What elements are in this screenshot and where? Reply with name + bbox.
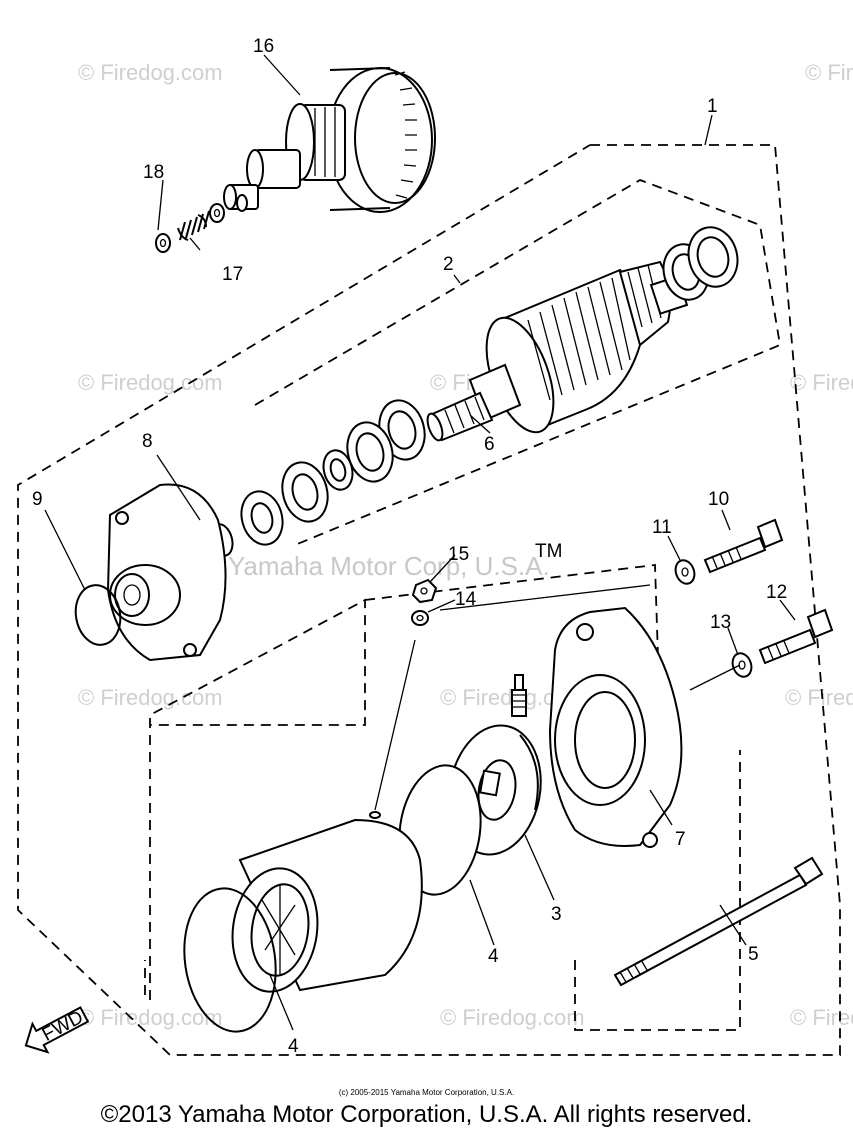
part-4-yoke xyxy=(231,764,482,993)
watermark: © Firedog.com xyxy=(790,1005,853,1030)
callout-number: 4 xyxy=(288,1036,299,1057)
watermark: © Firedog.com xyxy=(78,370,223,395)
copyright-notice: ©2013 Yamaha Motor Corporation, U.S.A. A… xyxy=(100,1101,753,1128)
callout-number: 3 xyxy=(551,904,562,925)
callout-number: 7 xyxy=(675,829,686,850)
part-17-18-spring-washers xyxy=(155,203,225,253)
fwd-arrow: FWD xyxy=(24,1006,90,1054)
callout-number: 17 xyxy=(222,264,243,285)
small-copyright: (c) 2005-2015 Yamaha Motor Corporation, … xyxy=(338,1088,515,1097)
callout-number: 10 xyxy=(708,489,729,510)
callout-number: 13 xyxy=(710,612,731,633)
part-4-gasket xyxy=(183,887,277,1033)
callout-number: 1 xyxy=(707,96,718,117)
callout-number: 14 xyxy=(455,589,477,610)
callout-number: 15 xyxy=(448,544,469,565)
watermark: © Firedog.com xyxy=(78,60,223,85)
part-8-front-cover xyxy=(106,483,227,662)
part-14-washer xyxy=(411,610,429,626)
callout-number: 2 xyxy=(443,254,454,275)
callout-number: 8 xyxy=(142,431,153,452)
part-10-bolt xyxy=(703,518,784,574)
watermark: © Firedog.com xyxy=(790,370,853,395)
part-12-bolt xyxy=(758,608,834,665)
part-15-nut xyxy=(411,578,438,604)
part-2-armature xyxy=(426,260,689,442)
callout-number: 6 xyxy=(484,434,495,455)
watermark: © Firedog.com xyxy=(78,685,223,710)
callout-number: 11 xyxy=(652,517,672,538)
watermark: © Firedog.com xyxy=(78,1005,223,1030)
leader-lines xyxy=(44,54,796,1031)
part-7-rear-cover xyxy=(548,606,683,848)
callout-number: 18 xyxy=(143,162,164,183)
fwd-label: FWD xyxy=(39,1007,87,1046)
part-2-washers-right xyxy=(662,226,739,301)
watermark: © Firedog.com xyxy=(805,60,853,85)
watermark: © Firedog.com xyxy=(440,1005,585,1030)
part-13-washer xyxy=(731,652,753,678)
part-5-long-bolt xyxy=(613,856,824,987)
callout-labels: 1 2 3 4 4 5 6 7 8 9 10 11 12 13 14 15 16… xyxy=(32,36,787,1057)
part-11-washer xyxy=(674,559,696,585)
watermark: © Firedog.com xyxy=(785,685,853,710)
callout-number: 5 xyxy=(748,944,759,965)
part-16-drive-gear xyxy=(223,67,436,213)
callout-number: 9 xyxy=(32,489,43,510)
part-9-o-ring xyxy=(74,584,122,646)
callout-number: 4 xyxy=(488,946,499,967)
watermark-center: Yamaha Motor Corp, U.S.A. xyxy=(228,551,550,581)
callout-number: 16 xyxy=(253,36,274,57)
part-2-washers-left xyxy=(210,399,426,557)
watermark-tm: TM xyxy=(535,541,562,562)
callout-number: 12 xyxy=(766,582,787,603)
